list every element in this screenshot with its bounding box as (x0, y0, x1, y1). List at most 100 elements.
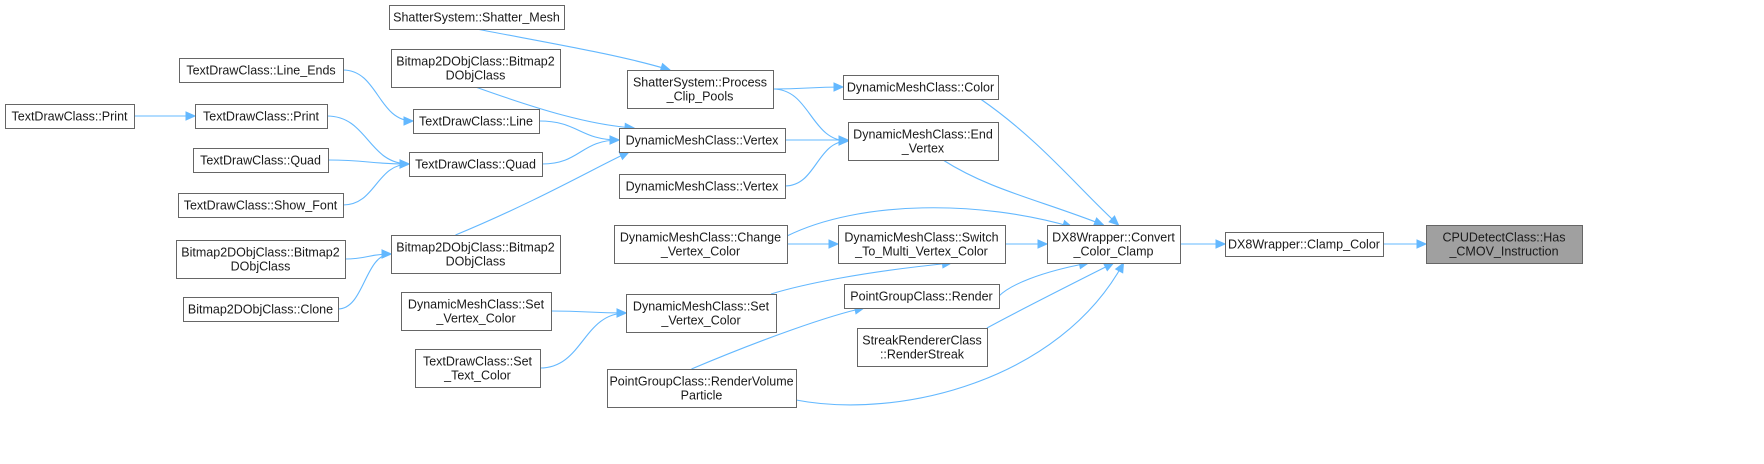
graph-node-tdLine[interactable]: TextDrawClass::Line (413, 109, 540, 134)
graph-node-tdPrA[interactable]: TextDrawClass::Print (5, 104, 135, 129)
arrowhead (381, 249, 393, 259)
graph-node-tdstc[interactable]: TextDrawClass::Set_Text_Color (415, 349, 541, 388)
graph-node-tdSF[interactable]: TextDrawClass::Show_Font (178, 193, 344, 218)
node-box (5, 104, 135, 129)
node-label: TextDrawClass::Print (12, 110, 129, 124)
node-box (193, 148, 329, 173)
arrowhead (828, 239, 840, 249)
graph-node-pgr[interactable]: PointGroupClass::Render (844, 284, 1000, 309)
arrowhead (1092, 217, 1105, 226)
graph-node-dmv2[interactable]: DynamicMeshClass::Vertex (619, 174, 786, 199)
edge-pgrv-to-conv (795, 262, 1124, 406)
edge-sspcp-to-dmev (772, 88, 849, 142)
graph-node-dmev[interactable]: DynamicMeshClass::End_Vertex (848, 122, 999, 161)
node-box (857, 328, 988, 367)
graph-node-tdLE[interactable]: TextDrawClass::Line_Ends (179, 58, 344, 83)
node-label: _Color_Clamp (1073, 245, 1154, 259)
graph-node-dmcol[interactable]: DynamicMeshClass::Color (843, 75, 999, 100)
edges-layer (133, 28, 1428, 406)
edge-tdLine-to-dmv1 (538, 120, 620, 141)
edge-tdstc-to-dmsvc (539, 312, 627, 369)
node-label: Bitmap2DObjClass::Bitmap2 (396, 55, 554, 69)
node-box (1047, 225, 1181, 264)
node-label: TextDrawClass::Quad (415, 158, 536, 172)
node-box (1426, 225, 1583, 264)
node-label: Bitmap2DObjClass::Clone (188, 303, 333, 317)
node-box (619, 128, 786, 153)
node-label: DynamicMeshClass::End (853, 128, 993, 142)
node-label: CPUDetectClass::Has (1443, 231, 1566, 245)
graph-node-dmsvc[interactable]: DynamicMeshClass::Set_Vertex_Color (626, 294, 777, 333)
graph-node-srs[interactable]: StreakRendererClass::RenderStreak (857, 328, 988, 367)
edge-sssm-to-sspcp (476, 28, 671, 71)
node-box (401, 292, 552, 331)
node-box (195, 104, 328, 129)
node-label: DynamicMeshClass::Set (408, 298, 545, 312)
node-box (413, 109, 540, 134)
graph-node-tdQuadB[interactable]: TextDrawClass::Quad (409, 152, 543, 177)
node-label: StreakRendererClass (862, 334, 982, 348)
graph-node-b2dC[interactable]: Bitmap2DObjClass::Bitmap2DObjClass (176, 240, 346, 279)
node-box (844, 284, 1000, 309)
node-box (607, 369, 797, 408)
edge-dmcv-to-conv (786, 207, 1073, 237)
edge-sspcp-to-dmcol (772, 86, 844, 90)
node-box (1225, 232, 1384, 257)
graph-node-tdPrB[interactable]: TextDrawClass::Print (195, 104, 328, 129)
graph-node-sspcp[interactable]: ShatterSystem::Process_Clip_Pools (627, 70, 774, 109)
node-label: Particle (681, 389, 723, 403)
arrowhead (1416, 239, 1428, 249)
arrowhead (403, 116, 415, 126)
graph-node-b2dB[interactable]: Bitmap2DObjClass::Bitmap2DObjClass (391, 235, 561, 274)
node-box (389, 5, 565, 30)
node-label: ::RenderStreak (880, 348, 965, 362)
node-box (626, 294, 777, 333)
arrowhead (609, 135, 621, 145)
edge-b2dA-to-dmv1 (475, 86, 635, 129)
graph-node-conv[interactable]: DX8Wrapper::Convert_Color_Clamp (1047, 225, 1181, 264)
edge-b2dB-to-dmv1 (455, 151, 630, 236)
node-box (843, 75, 999, 100)
node-label: Bitmap2DObjClass::Bitmap2 (396, 241, 554, 255)
node-box (176, 240, 346, 279)
node-label: ShatterSystem::Shatter_Mesh (393, 11, 560, 25)
arrowhead (185, 111, 197, 121)
node-label: TextDrawClass::Line_Ends (186, 64, 335, 78)
node-label: DObjClass (231, 260, 291, 274)
graph-node-cpu[interactable]: CPUDetectClass::Has_CMOV_Instruction (1426, 225, 1583, 264)
graph-node-b2dClone[interactable]: Bitmap2DObjClass::Clone (183, 297, 339, 322)
node-box (619, 174, 786, 199)
node-label: TextDrawClass::Print (203, 110, 320, 124)
node-label: DynamicMeshClass::Vertex (626, 180, 780, 194)
nodes-layer: CPUDetectClass::Has_CMOV_Instruction DX8W… (5, 5, 1583, 408)
node-box (391, 49, 561, 88)
edge-dmv2-to-dmev (784, 140, 849, 187)
arrowhead (1102, 262, 1115, 272)
edge-pgrv-to-pgr (691, 307, 865, 370)
graph-node-dmsw[interactable]: DynamicMeshClass::Switch_To_Multi_Vertex… (838, 225, 1006, 264)
edge-tdPrB-to-tdQuadB (326, 115, 410, 165)
node-label: DynamicMeshClass::Color (847, 81, 994, 95)
graph-node-dmcv[interactable]: DynamicMeshClass::Change_Vertex_Color (614, 225, 788, 264)
arrowhead (616, 308, 628, 318)
graph-node-tdQuadA[interactable]: TextDrawClass::Quad (193, 148, 329, 173)
node-box (179, 58, 344, 83)
graph-node-dmv1[interactable]: DynamicMeshClass::Vertex (619, 128, 786, 153)
node-label: TextDrawClass::Line (419, 115, 533, 129)
edge-dmsvc2-to-dmsvc (550, 310, 627, 314)
graph-node-dmsvc2[interactable]: DynamicMeshClass::Set_Vertex_Color (401, 292, 552, 331)
edge-srs-to-conv (986, 262, 1114, 329)
arrowhead (833, 82, 845, 92)
node-label: _Text_Color (443, 369, 511, 383)
node-box (415, 349, 541, 388)
graph-node-clamp[interactable]: DX8Wrapper::Clamp_Color (1225, 232, 1384, 257)
graph-node-b2dA[interactable]: Bitmap2DObjClass::Bitmap2DObjClass (391, 49, 561, 88)
arrowhead (1037, 239, 1049, 249)
node-label: TextDrawClass::Quad (200, 154, 321, 168)
node-label: TextDrawClass::Set (423, 355, 533, 369)
node-box (409, 152, 543, 177)
node-label: PointGroupClass::Render (850, 290, 992, 304)
graph-node-sssm[interactable]: ShatterSystem::Shatter_Mesh (389, 5, 565, 30)
edge-pgr-to-conv (998, 262, 1089, 297)
